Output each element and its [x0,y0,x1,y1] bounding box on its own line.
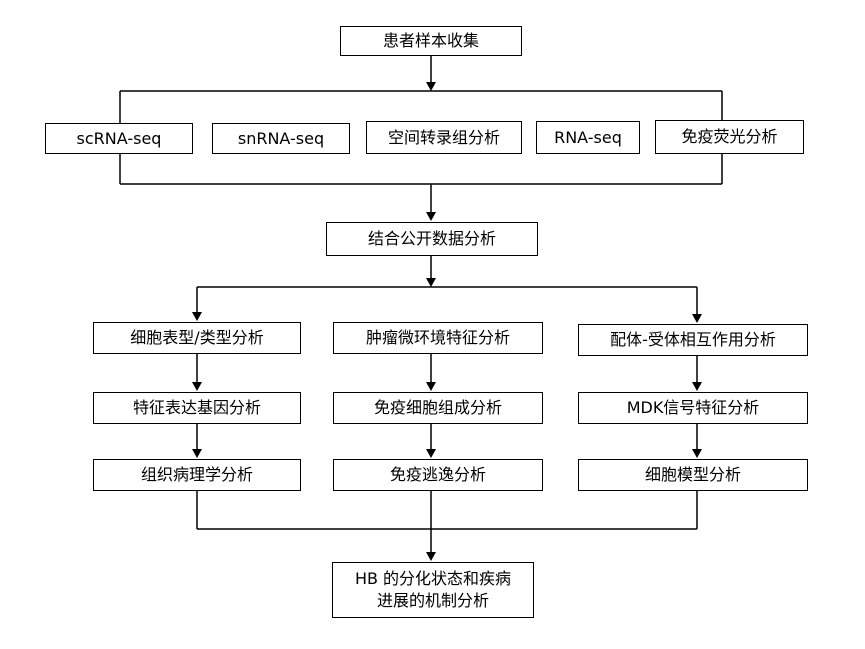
step-label: 免疫细胞组成分析 [373,398,502,417]
result-line-1: HB 的分化状态和疾病 [354,569,512,588]
method-box-if: 免疫荧光分析 [655,120,804,154]
step-label: 肿瘤微环境特征分析 [365,328,510,347]
step-label: 组织病理学分析 [140,465,253,484]
step-label: 特征表达基因分析 [132,398,261,417]
arrow-head [426,449,436,458]
step-label: MDK信号特征分析 [626,398,760,417]
col1-step2-box: 特征表达基因分析 [93,392,301,424]
step-label: 细胞模型分析 [644,465,741,484]
col3-step1-box: 配体-受体相互作用分析 [578,324,808,356]
col3-step3-box: 细胞模型分析 [578,459,808,491]
col2-step1-box: 肿瘤微环境特征分析 [333,322,543,354]
arrow-head [426,382,436,391]
arrow-head [426,212,436,221]
arrow-head [692,314,702,323]
col1-step3-box: 组织病理学分析 [93,459,301,491]
arrow-head [426,278,436,287]
arrow-head [192,449,202,458]
method-label: scRNA-seq [76,128,162,148]
sample-collection-box: 患者样本收集 [340,26,522,56]
method-box-spatial: 空间转录组分析 [366,121,522,154]
col3-step2-box: MDK信号特征分析 [578,392,808,424]
col2-step2-box: 免疫细胞组成分析 [333,392,543,424]
arrow-head [426,82,436,91]
col1-step1-box: 细胞表型/类型分析 [93,322,301,354]
integrate-public-data-box: 结合公开数据分析 [326,222,538,256]
arrow-head [692,382,702,391]
col2-step3-box: 免疫逃逸分析 [333,459,543,491]
integrate-label: 结合公开数据分析 [367,229,496,248]
arrow-head [192,312,202,321]
result-line-2: 进展的机制分析 [376,591,489,610]
result-box: HB 的分化状态和疾病 进展的机制分析 [332,562,534,618]
method-label: snRNA-seq [237,128,325,148]
step-label: 免疫逃逸分析 [389,465,486,484]
method-box-scrna: scRNA-seq [45,123,193,154]
arrow-head [426,552,436,561]
sample-collection-label: 患者样本收集 [382,31,479,50]
step-label: 配体-受体相互作用分析 [610,330,776,349]
arrow-head [692,449,702,458]
method-label: 免疫荧光分析 [681,127,778,146]
method-box-rnaseq: RNA-seq [536,121,640,154]
step-label: 细胞表型/类型分析 [130,328,264,347]
method-label: RNA-seq [554,127,622,147]
method-box-snrna: snRNA-seq [212,123,350,154]
method-label: 空间转录组分析 [387,127,500,147]
arrow-head [192,382,202,391]
